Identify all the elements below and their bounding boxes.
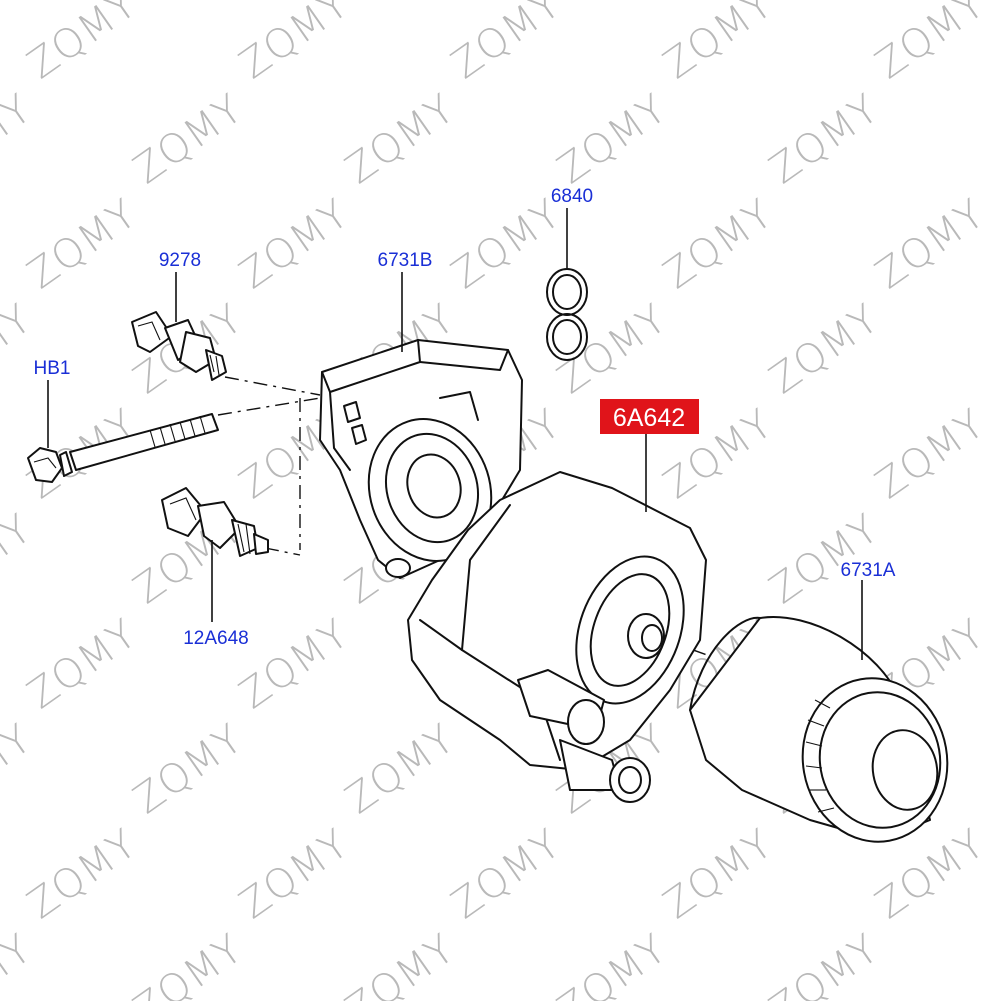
- part-labels: 9278 6731B 6840 HB1 6A642 6731A 12A648: [34, 186, 896, 649]
- sensor-9278[interactable]: [131, 311, 227, 381]
- watermark-text: ZQMY: [443, 0, 569, 88]
- bolt-hb1[interactable]: [27, 413, 219, 483]
- watermark-text: ZQMY: [0, 716, 41, 824]
- watermark-text: ZQMY: [337, 926, 463, 1001]
- watermark-text: ZQMY: [337, 716, 463, 824]
- watermark-text: ZQMY: [19, 0, 145, 88]
- watermark-text: ZQMY: [443, 821, 569, 929]
- watermark-text: ZQMY: [231, 0, 357, 88]
- watermark-text: ZQMY: [867, 191, 993, 299]
- watermark-text: ZQMY: [549, 296, 675, 404]
- watermark-text: ZQMY: [19, 821, 145, 929]
- watermark-text: ZQMY: [867, 0, 993, 88]
- watermark-text: ZQMY: [19, 611, 145, 719]
- highlight-box: [600, 399, 699, 434]
- watermark-text: ZQMY: [231, 191, 357, 299]
- watermark-text: ZQMY: [125, 716, 251, 824]
- watermark-text: ZQMY: [761, 926, 887, 1001]
- filter-housing-6731b[interactable]: [319, 339, 523, 579]
- watermark-text: ZQMY: [231, 611, 357, 719]
- watermark-text: ZQMY: [761, 296, 887, 404]
- label-6731b[interactable]: 6731B: [378, 250, 433, 271]
- label-6840[interactable]: 6840: [551, 186, 593, 207]
- watermark-text: ZQMY: [0, 296, 41, 404]
- watermark-text: ZQMY: [655, 821, 781, 929]
- watermark-text: ZQMY: [125, 86, 251, 194]
- watermark-text: ZQMY: [549, 926, 675, 1001]
- watermark-text: ZQMY: [867, 401, 993, 509]
- watermark-text: ZQMY: [0, 506, 41, 614]
- watermark-text: ZQMY: [0, 926, 41, 1001]
- watermark-text: ZQMY: [0, 86, 41, 194]
- label-12a648[interactable]: 12A648: [183, 628, 249, 649]
- sensor-12a648[interactable]: [161, 487, 269, 557]
- watermark-text: ZQMY: [761, 86, 887, 194]
- watermark-text: ZQMY: [337, 86, 463, 194]
- label-6a642[interactable]: 6A642: [613, 404, 685, 432]
- oil-cooler-6a642[interactable]: [407, 471, 707, 803]
- oil-filter-6731a[interactable]: [689, 616, 960, 853]
- label-hb1[interactable]: HB1: [34, 358, 71, 379]
- o-rings-6840[interactable]: [546, 268, 588, 361]
- label-6731a[interactable]: 6731A: [841, 560, 896, 581]
- watermark-text: ZQMY: [19, 191, 145, 299]
- watermark-text: ZQMY: [655, 191, 781, 299]
- watermark-text: ZQMY: [655, 0, 781, 88]
- leader-lines: [47, 208, 863, 660]
- watermark-text: ZQMY: [125, 926, 251, 1001]
- label-9278[interactable]: 9278: [159, 250, 201, 271]
- watermark-text: ZQMY: [549, 86, 675, 194]
- watermark-text: ZQMY: [231, 821, 357, 929]
